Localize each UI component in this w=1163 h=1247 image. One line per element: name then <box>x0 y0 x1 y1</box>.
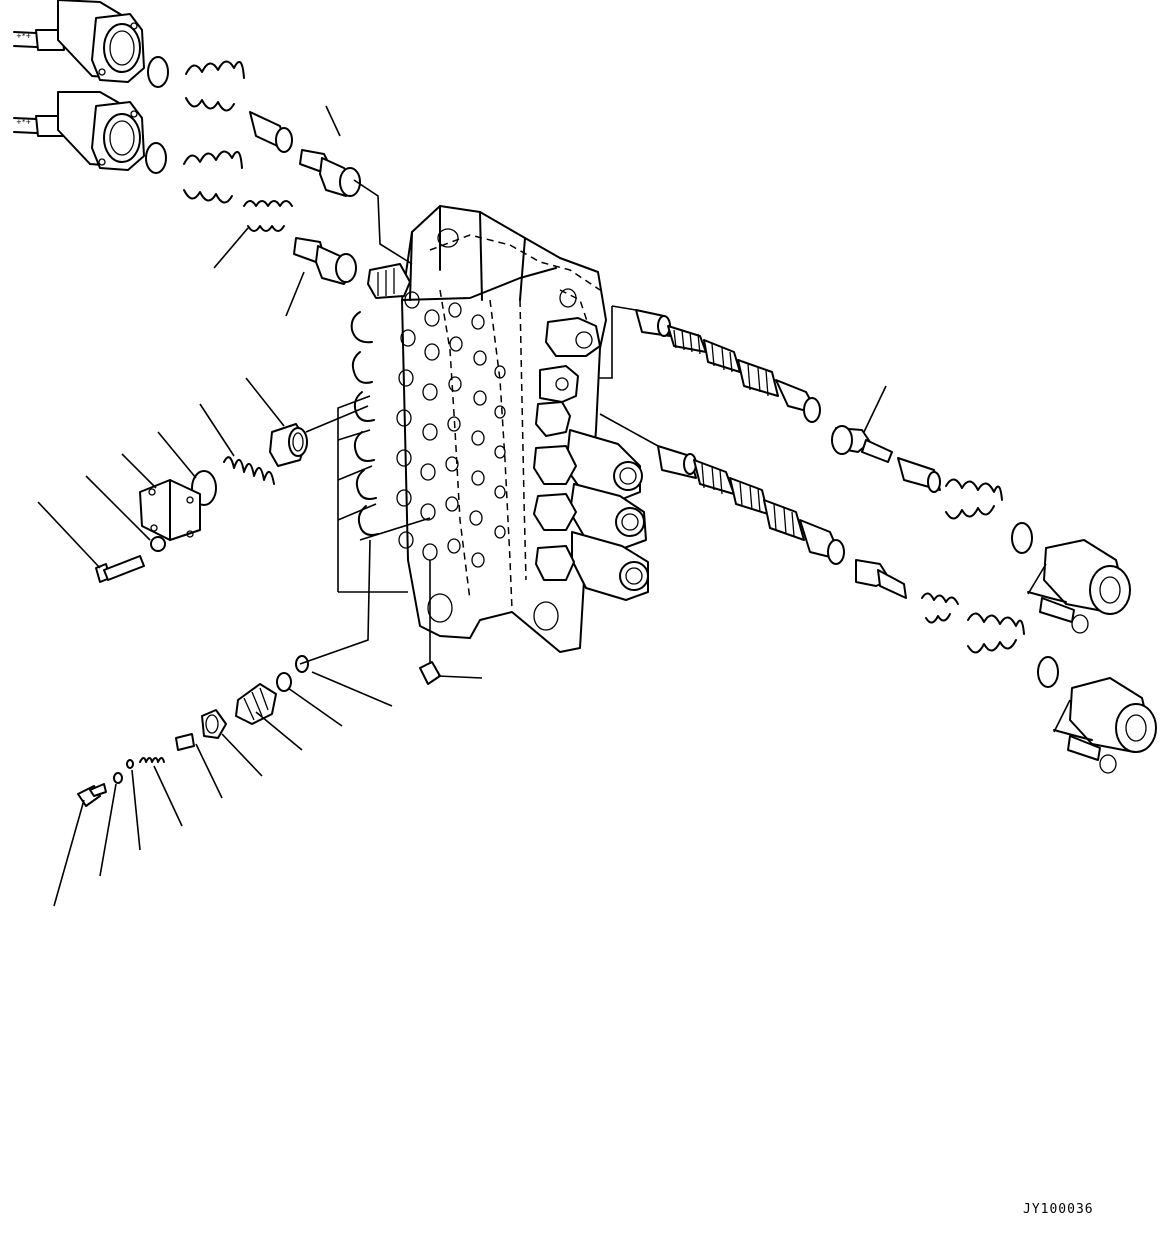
valve-body <box>350 205 649 653</box>
bolt-mark-lower: +*+ <box>16 118 31 126</box>
right-side-valves <box>533 317 649 601</box>
drawing-code: JY100036 <box>1023 1202 1094 1217</box>
bolt-mark-upper: +*+ <box>16 32 31 40</box>
top-port-fitting <box>367 263 411 299</box>
spool-end-parts-right <box>831 425 1059 688</box>
left-bosses <box>350 311 379 536</box>
spool-lower <box>657 445 845 565</box>
cover-lower-left <box>13 91 145 171</box>
leader-lines <box>37 105 1071 907</box>
check-valve-parts <box>77 655 441 807</box>
orings-springs-upper <box>145 56 361 285</box>
cover-upper-left <box>13 0 145 83</box>
cover-right-upper <box>1027 539 1131 634</box>
relief-parts-left <box>95 423 308 583</box>
cover-right-lower <box>1053 677 1157 774</box>
valve-body-ports <box>396 228 577 631</box>
spool-upper <box>635 309 821 423</box>
